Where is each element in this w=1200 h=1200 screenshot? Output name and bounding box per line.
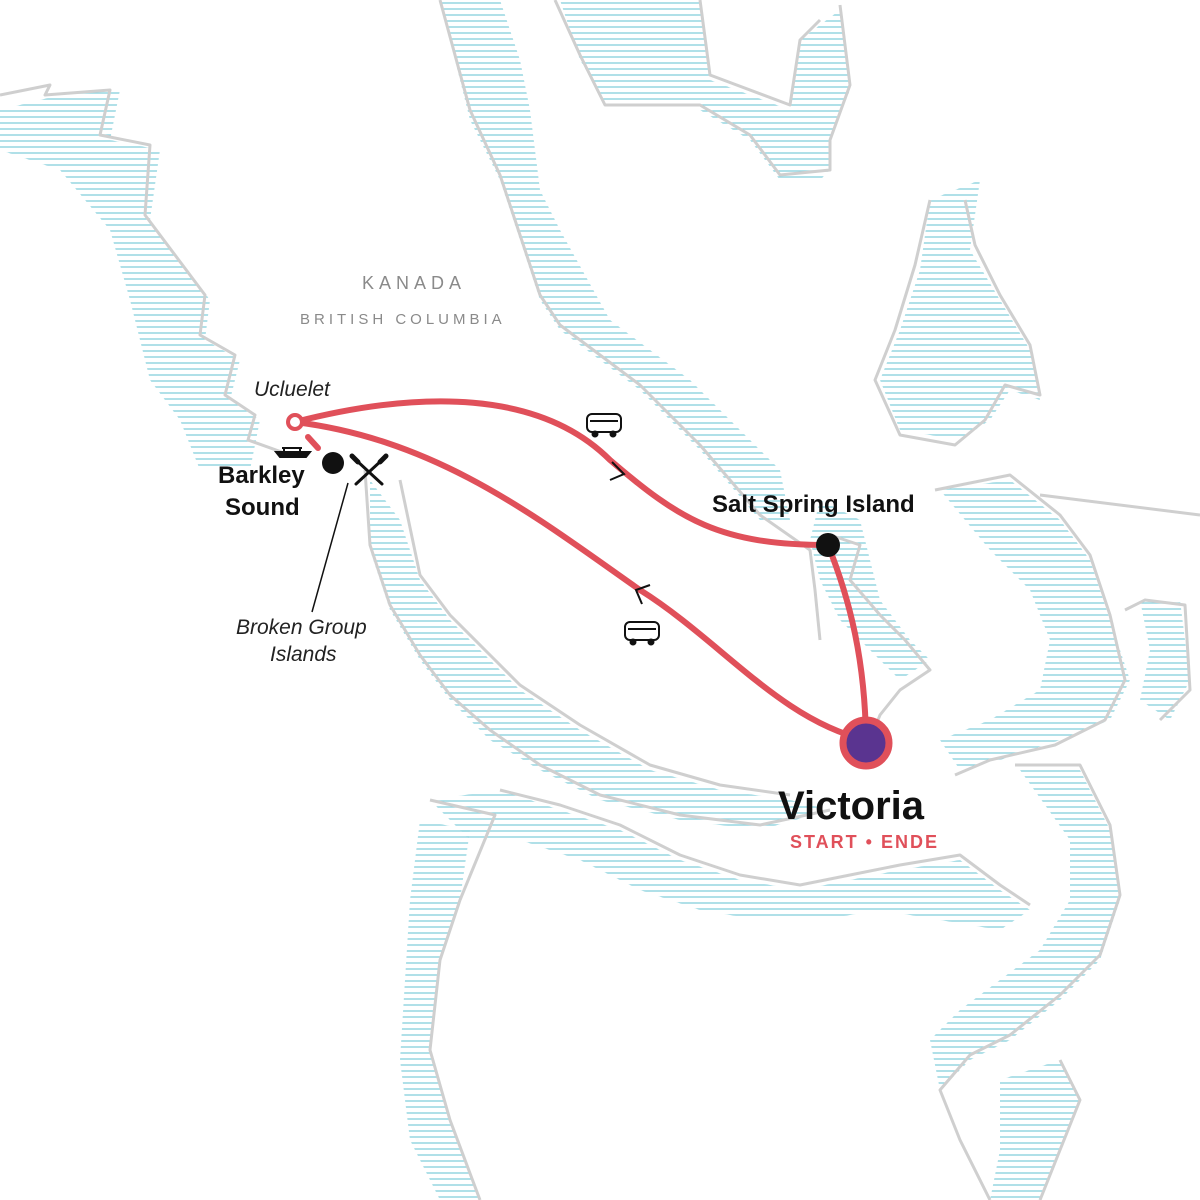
label-victoria: Victoria bbox=[778, 784, 924, 828]
bus-icon bbox=[624, 621, 660, 646]
boat-icon bbox=[273, 447, 313, 458]
route-ucluelet-saltspring bbox=[292, 398, 831, 548]
direction-arrow-icon bbox=[609, 461, 651, 605]
marker-barkley-sound bbox=[322, 452, 344, 474]
label-ucluelet: Ucluelet bbox=[254, 378, 330, 401]
label-broken-line2: Islands bbox=[270, 643, 337, 666]
bus-icon bbox=[586, 413, 622, 438]
marker-ucluelet bbox=[286, 413, 304, 431]
marker-salt-spring bbox=[816, 533, 840, 557]
route-ucluelet-barkley bbox=[305, 434, 321, 451]
tour-route bbox=[292, 398, 869, 743]
label-barkley-line1: Barkley bbox=[218, 462, 305, 489]
label-broken-line1: Broken Group bbox=[236, 616, 367, 639]
province-label: BRITISH COLUMBIA bbox=[300, 311, 506, 328]
route-victoria-ucluelet bbox=[292, 419, 869, 743]
paddles-icon bbox=[349, 453, 389, 486]
label-barkley-line2: Sound bbox=[225, 494, 300, 521]
label-salt-spring: Salt Spring Island bbox=[712, 491, 915, 518]
route-saltspring-victoria bbox=[825, 542, 869, 743]
country-label: KANADA bbox=[362, 273, 467, 293]
marker-victoria bbox=[839, 716, 893, 770]
stop-markers bbox=[286, 413, 893, 770]
broken-group-pointer bbox=[311, 482, 349, 613]
label-victoria-sub: START • ENDE bbox=[790, 832, 939, 852]
